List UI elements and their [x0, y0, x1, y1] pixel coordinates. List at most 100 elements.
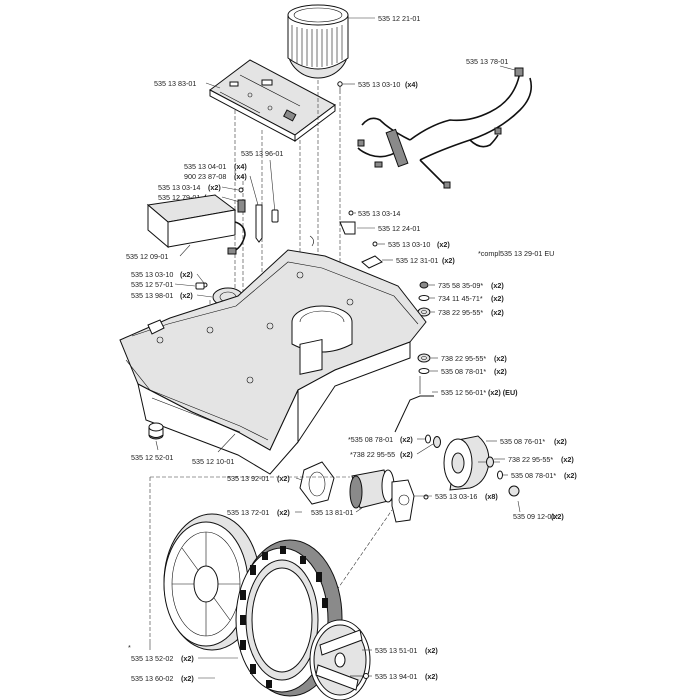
callout-rear-wheel: 535 08 76-01*: [500, 437, 545, 446]
callout-3101: 535 12 31-01: [396, 256, 438, 265]
callout-9401-qty: (x2): [425, 672, 438, 681]
pad-part: [195, 282, 205, 290]
callout-rear-wheel-qty: (x2): [554, 437, 567, 446]
callout-harness: 535 13 78-01: [466, 57, 508, 66]
bearing-icon: [486, 456, 494, 468]
callout-tyre: 535 13 52-02: [131, 654, 173, 663]
callout-bearing-b-qty: (x2): [494, 354, 507, 363]
callout-3509-qty: (x2): [491, 281, 504, 290]
bracket-part: [339, 221, 356, 235]
callout-0401: 535 13 04-01: [184, 162, 226, 171]
callout-cap: 535 09 12-01*: [513, 512, 558, 521]
motor-unit: [349, 469, 415, 523]
screw-icon: [350, 673, 369, 679]
callout-bearing-a-qty: (x2): [491, 308, 504, 317]
wire-harness: [357, 67, 533, 189]
callout-3101-qty: (x2): [442, 256, 455, 265]
callout-hub-cap: 535 13 51-01: [375, 646, 417, 655]
cap-part: [508, 485, 520, 497]
callout-motor: 535 13 81-01: [311, 508, 353, 517]
bearing-icon: [433, 436, 441, 448]
tyre-part: [235, 539, 343, 697]
callout-bearing-c: *738 22 95-55: [350, 450, 395, 459]
callout-0314a-qty: (x2): [208, 183, 221, 192]
callout-axle-qty: (x2) (EU): [488, 388, 518, 397]
callout-9401: 535 13 94-01: [375, 672, 417, 681]
callout-8708-qty: (x4): [234, 172, 247, 181]
washer-icon: [418, 368, 430, 374]
callout-0310b: 535 13 03-10: [388, 240, 430, 249]
callout-0310c: 535 13 03-10: [131, 270, 173, 279]
callout-9801: 535 13 98-01: [131, 291, 173, 300]
callout-6002-qty: (x2): [181, 674, 194, 683]
callout-0314b: 535 13 03-14: [358, 209, 400, 218]
callout-0316: 535 13 03-16: [435, 492, 477, 501]
callout-rim: 535 13 72-01: [227, 508, 269, 517]
callout-gasket: 535 13 92-01: [227, 474, 269, 483]
callout-washer-c-qty: (x2): [564, 471, 577, 480]
callout-bearing-b: 738 22 95-55*: [441, 354, 486, 363]
axle-part: [394, 376, 434, 433]
callout-0314a: 535 13 03-14: [158, 183, 200, 192]
callout-compl-prefix: *compl: [478, 249, 500, 258]
callout-hub-cap-qty: (x2): [425, 646, 438, 655]
callout-washer-a: 535 08 78-01*: [441, 367, 486, 376]
callout-0310b-qty: (x2): [437, 240, 450, 249]
callout-bearing-a: 738 22 95-55*: [438, 308, 483, 317]
battery-pack: [146, 194, 246, 255]
callout-asterisk: *: [128, 643, 131, 652]
hub-cap: [309, 619, 371, 700]
pin-part: [255, 204, 263, 243]
bearing-icon: [417, 353, 431, 363]
callout-chassis: 535 12 10-01: [192, 457, 234, 466]
callout-9801-qty: (x2): [180, 291, 193, 300]
callout-6002: 535 13 60-02: [131, 674, 173, 683]
washer-icon: [418, 295, 430, 301]
screw-icon: [337, 81, 343, 94]
callout-foot: 535 12 52-01: [131, 453, 173, 462]
callout-2401: 535 12 24-01: [378, 224, 420, 233]
callout-5701: 535 12 57-01: [131, 280, 173, 289]
screw-icon: [348, 210, 354, 216]
screw-icon: [238, 187, 244, 193]
callout-7901: 535 12 79-01: [158, 193, 200, 202]
callout-4571-qty: (x2): [491, 294, 504, 303]
callout-bearing-c-qty: (x2): [400, 450, 413, 459]
callout-0310c-qty: (x2): [180, 270, 193, 279]
callout-ring: 535 12 21-01: [378, 14, 420, 23]
screw-icon: [423, 494, 429, 500]
callout-3509: 735 58 35-09*: [438, 281, 483, 290]
callout-washer-b-qty: (x2): [400, 435, 413, 444]
nut-icon: [419, 281, 429, 289]
callout-4571: 734 11 45-71*: [438, 294, 483, 303]
callout-screw-pcb: 535 13 03-10: [358, 80, 400, 89]
callout-8708: 900 23 87-08: [184, 172, 226, 181]
callout-pcb: 535 13 83-01: [154, 79, 196, 88]
callout-battery: 535 12 09-01: [126, 252, 168, 261]
callout-0316-qty: (x8): [485, 492, 498, 501]
gasket-part: [299, 461, 335, 505]
callout-washer-b: *535 08 78-01: [348, 435, 393, 444]
foot-part: [148, 422, 164, 440]
washer-icon: [497, 470, 503, 480]
callout-washer-c: 535 08 78-01*: [511, 471, 556, 480]
washer-icon: [425, 434, 431, 444]
circuit-board: [209, 59, 336, 142]
callout-cap-qty: (x2): [551, 512, 564, 521]
callout-0401-qty: (x4): [234, 162, 247, 171]
callout-compl-part: 535 13 29-01 EU: [500, 249, 554, 258]
callout-tyre-qty: (x2): [181, 654, 194, 663]
connector-part: [237, 199, 246, 213]
rear-wheel: [443, 435, 500, 491]
callout-bearing-d: 738 22 95-55*: [508, 455, 553, 464]
callout-axle: 535 12 56-01*: [441, 388, 486, 397]
callout-gasket-qty: (x2): [277, 474, 290, 483]
clip-part: [271, 209, 279, 223]
callout-washer-a-qty: (x2): [494, 367, 507, 376]
callout-9601: 535 13 96-01: [241, 149, 283, 158]
callout-screw-pcb-qty: (x4): [405, 80, 418, 89]
callout-bearing-d-qty: (x2): [561, 455, 574, 464]
callout-rim-qty: (x2): [277, 508, 290, 517]
plate-part: [361, 255, 383, 269]
